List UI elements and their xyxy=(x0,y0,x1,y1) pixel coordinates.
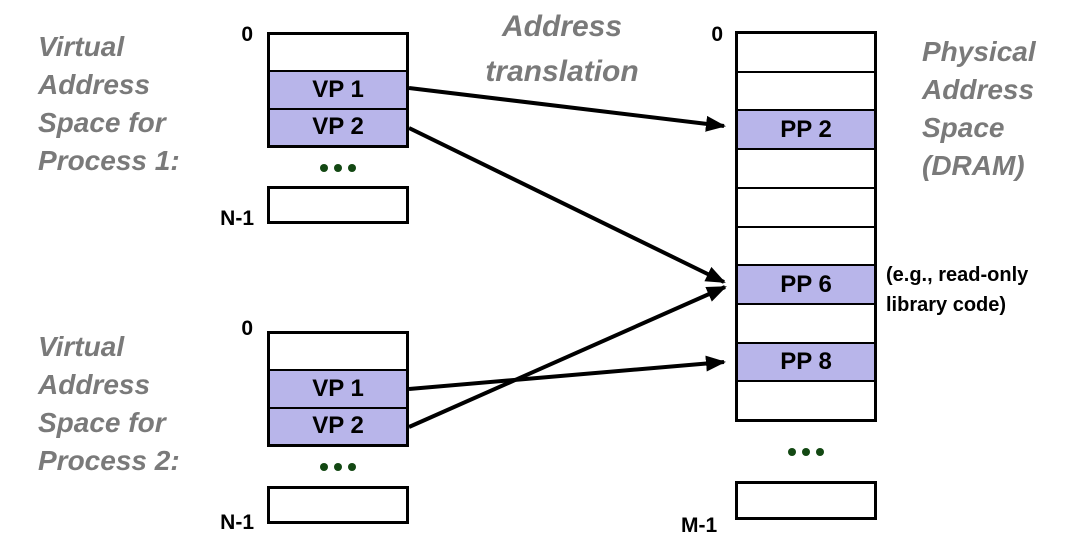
caption-line: Address xyxy=(38,369,151,400)
caption-line: Address xyxy=(38,69,151,100)
caption-line: Virtual xyxy=(38,31,125,62)
arrow-p2vp2-to-pp6 xyxy=(408,285,727,429)
process1-page-stack: VP 1 VP 2 xyxy=(267,32,409,148)
p1-vp2-page-row: VP 2 xyxy=(270,107,406,145)
p2-top-index: 0 xyxy=(241,317,253,340)
dot-icon xyxy=(334,164,342,172)
diagram-title: Address translation xyxy=(448,4,676,94)
pp8-label: PP 8 xyxy=(780,347,832,375)
p1-vp1-label: VP 1 xyxy=(312,75,364,103)
caption-line: Space for xyxy=(38,107,166,138)
dot-icon xyxy=(348,164,356,172)
caption-line: Space xyxy=(922,112,1005,143)
p1-top-index: 0 xyxy=(241,23,253,46)
caption-line: Physical xyxy=(922,36,1036,67)
p1-last-page-box xyxy=(267,186,409,224)
phys-page-row xyxy=(738,34,874,71)
arrow-p1vp2-to-pp6 xyxy=(408,126,726,284)
caption-line: Virtual xyxy=(38,331,125,362)
phys-page-row xyxy=(738,186,874,226)
physical-page-stack: PP 2 PP 6 PP 8 xyxy=(735,31,877,422)
dot-icon xyxy=(802,448,810,456)
dot-icon xyxy=(334,463,342,471)
phys-ellipsis-icon xyxy=(788,448,824,456)
caption-line: Space for xyxy=(38,407,166,438)
dot-icon xyxy=(816,448,824,456)
p2-vp2-label: VP 2 xyxy=(312,412,364,440)
p2-last-page-box xyxy=(267,486,409,524)
phys-last-page-box xyxy=(735,481,877,520)
note-line: library code) xyxy=(886,294,1007,316)
caption-line: (DRAM) xyxy=(922,150,1025,181)
phys-page-row xyxy=(738,70,874,110)
dot-icon xyxy=(320,463,328,471)
phys-pp2-page-row: PP 2 xyxy=(738,109,874,149)
p2-ellipsis-icon xyxy=(320,463,356,471)
read-only-note: (e.g., read-only library code) xyxy=(886,260,1028,320)
dot-icon xyxy=(788,448,796,456)
p2-vp1-label: VP 1 xyxy=(312,374,364,402)
caption-line: Address xyxy=(922,74,1035,105)
pp6-label: PP 6 xyxy=(780,270,832,298)
phys-page-row xyxy=(738,148,874,187)
phys-page-row xyxy=(738,225,874,265)
virtual-space-1-caption: Virtual Address Space for Process 1: xyxy=(38,28,180,180)
title-line: Address xyxy=(501,10,623,43)
p2-vp1-page-row: VP 1 xyxy=(270,369,406,407)
arrow-p2vp1-to-pp8 xyxy=(408,355,726,391)
p1-vp2-label: VP 2 xyxy=(312,113,364,141)
p1-unmapped-page-row xyxy=(270,35,406,70)
phys-top-index: 0 xyxy=(711,23,723,46)
phys-pp8-page-row: PP 8 xyxy=(738,341,874,381)
dot-icon xyxy=(348,463,356,471)
title-line: translation xyxy=(485,55,639,88)
phys-page-row xyxy=(738,302,874,342)
caption-line: Process 1: xyxy=(38,145,180,176)
p2-unmapped-page-row xyxy=(270,334,406,369)
phys-pp6-page-row: PP 6 xyxy=(738,264,874,303)
process2-page-stack: VP 1 VP 2 xyxy=(267,331,409,447)
phys-bottom-index: M-1 xyxy=(681,514,718,537)
pp2-label: PP 2 xyxy=(780,115,832,143)
p1-bottom-index: N-1 xyxy=(220,207,254,230)
note-line: (e.g., read-only xyxy=(886,264,1029,286)
phys-page-row xyxy=(738,380,874,419)
p2-vp2-page-row: VP 2 xyxy=(270,406,406,444)
dot-icon xyxy=(320,164,328,172)
physical-space-caption: Physical Address Space (DRAM) xyxy=(922,33,1036,185)
p2-bottom-index: N-1 xyxy=(220,511,254,534)
virtual-space-2-caption: Virtual Address Space for Process 2: xyxy=(38,328,180,480)
caption-line: Process 2: xyxy=(38,445,180,476)
p1-ellipsis-icon xyxy=(320,164,356,172)
p1-vp1-page-row: VP 1 xyxy=(270,70,406,108)
